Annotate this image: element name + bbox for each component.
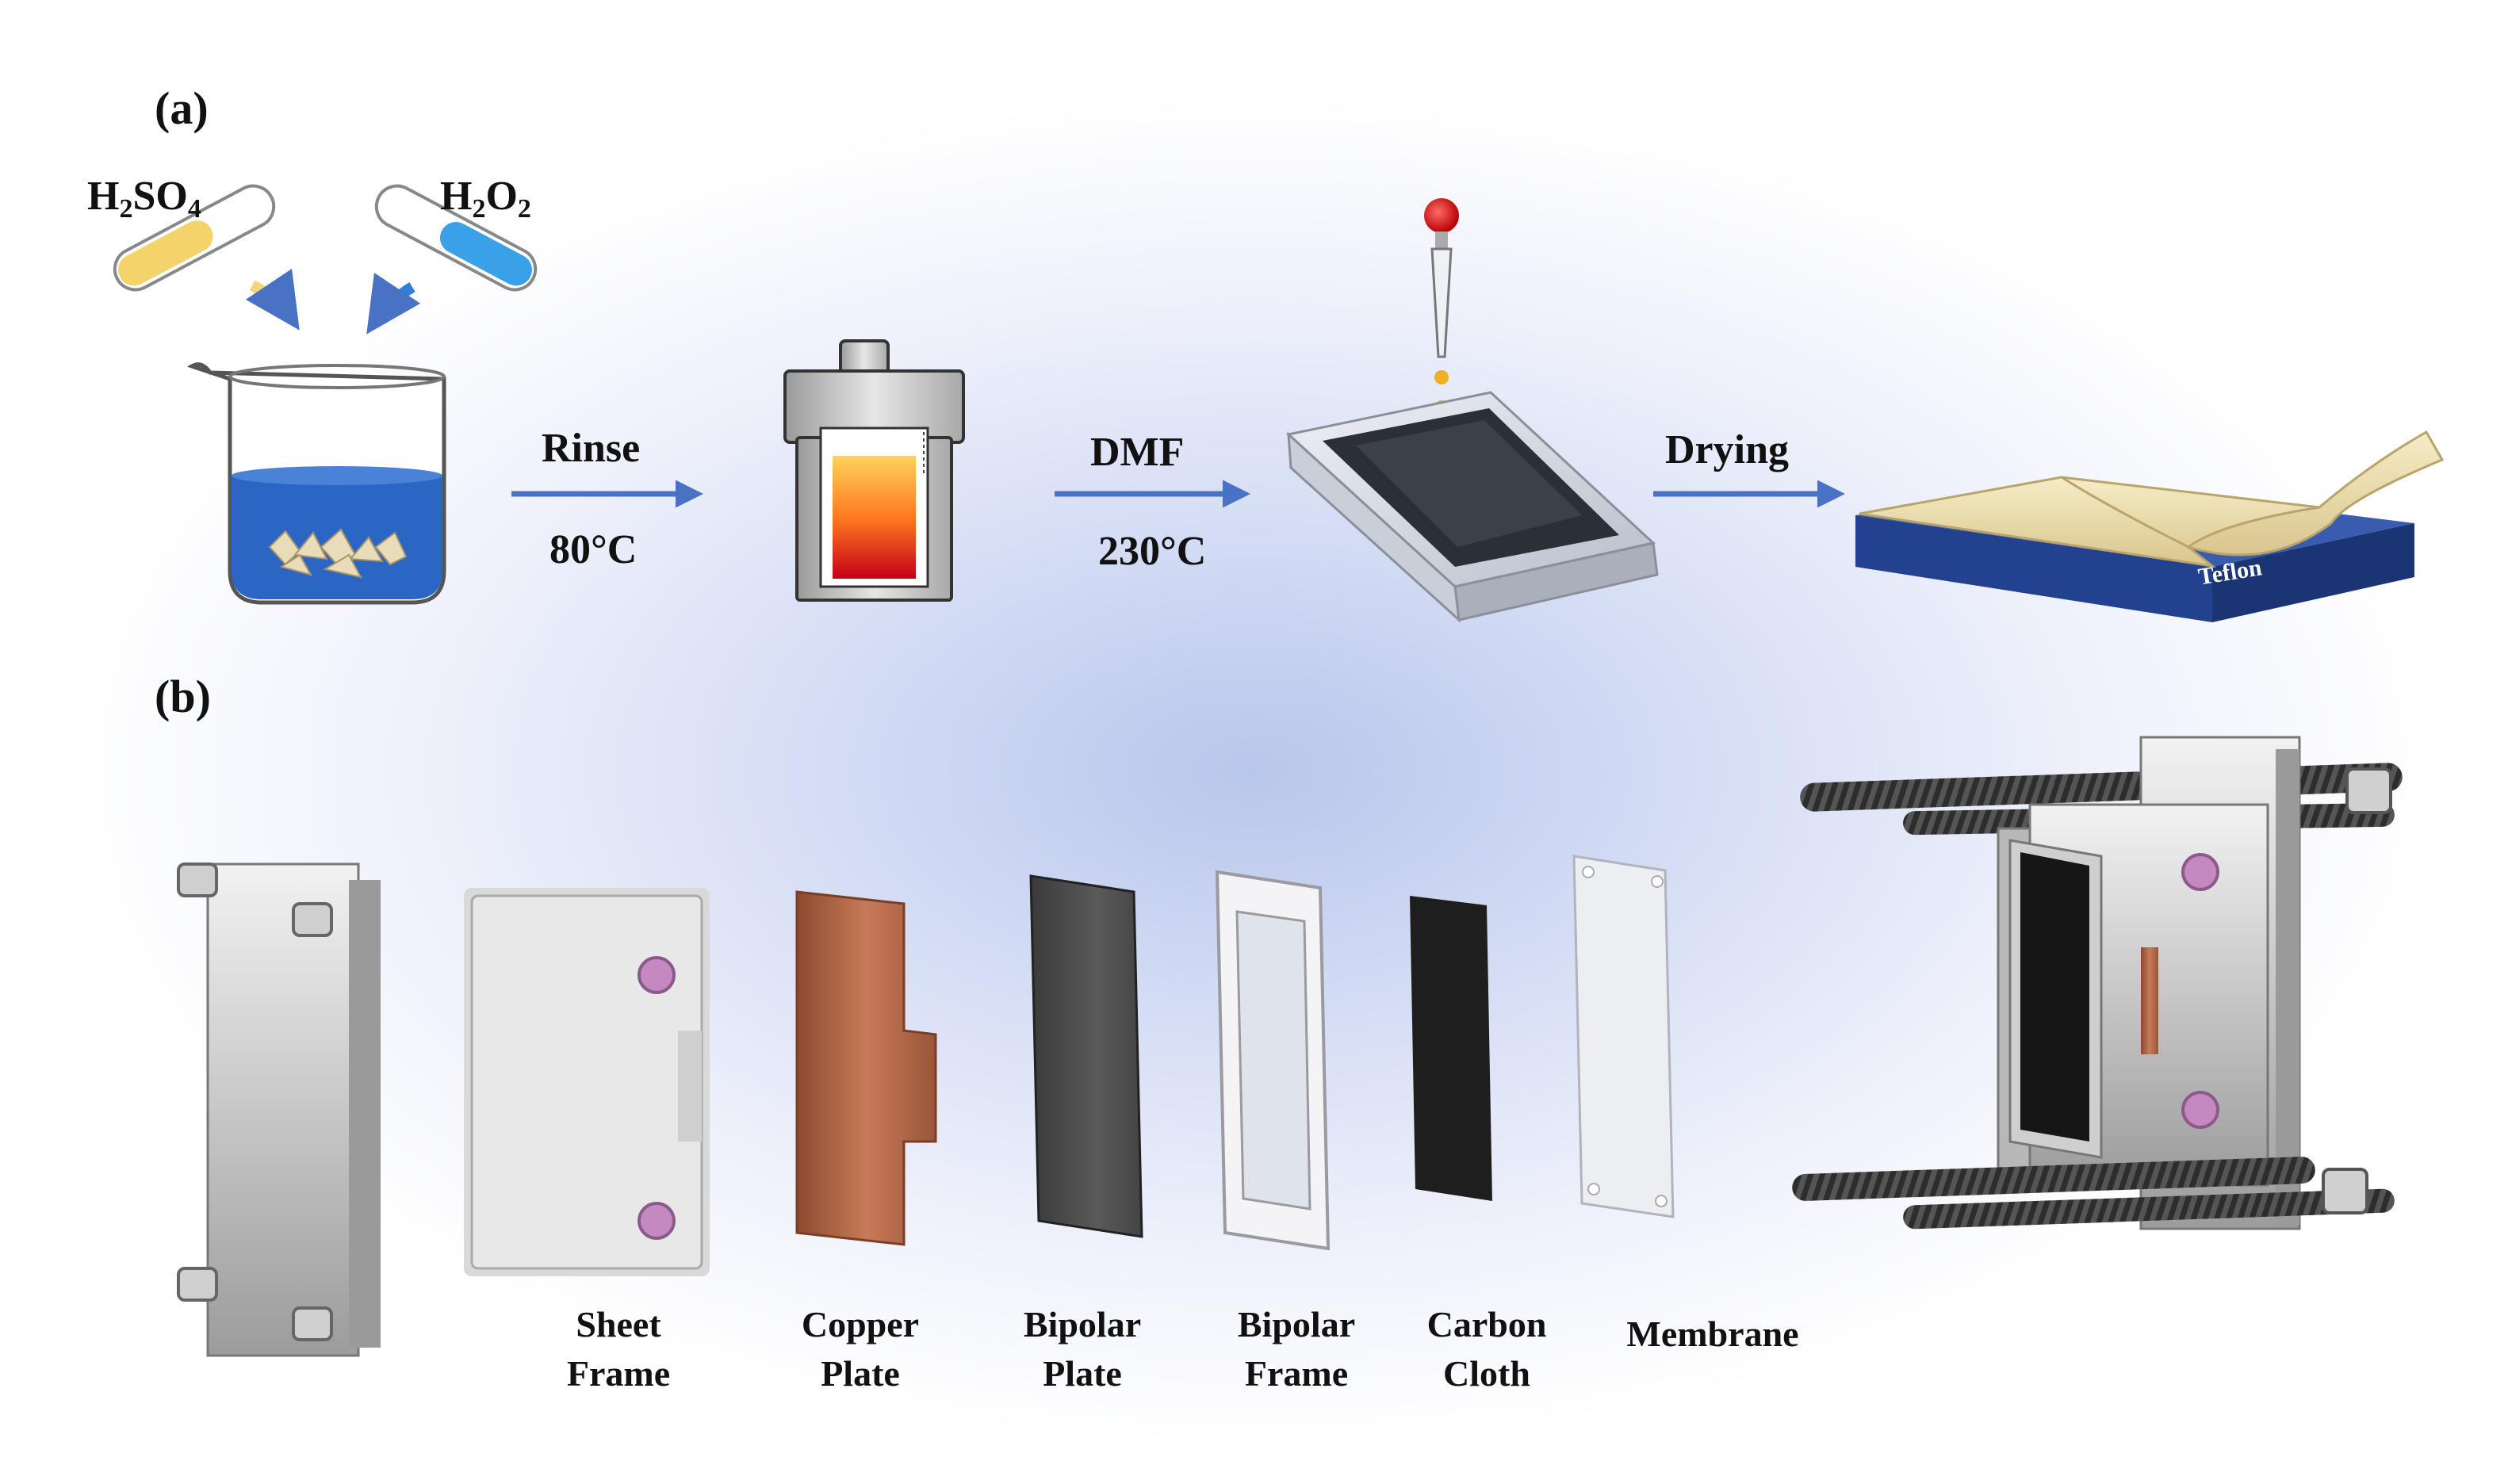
dmf-label: DMF	[1090, 430, 1185, 475]
graphite-flakes	[268, 528, 408, 579]
peroxide-test-tube	[374, 184, 538, 292]
dropper	[1424, 198, 1459, 415]
rinse-temp: 80°C	[549, 527, 638, 572]
membrane	[1572, 855, 1675, 1218]
dmf-temp: 230°C	[1098, 529, 1207, 574]
drying-label: Drying	[1665, 427, 1789, 472]
end-plate-bolts	[177, 862, 333, 1341]
panel-b-label: (b)	[155, 671, 211, 722]
autoclave	[783, 339, 965, 602]
panel-a-label: (a)	[155, 82, 209, 134]
rinse-label: Rinse	[542, 426, 641, 471]
peroxide-pour-arrow	[366, 272, 421, 335]
bipolar-frame	[1215, 870, 1331, 1251]
carbon-cloth	[1410, 896, 1492, 1201]
membrane-film	[1859, 430, 2445, 568]
cell-nuts	[2322, 767, 2392, 1214]
acid-formula: H2SO4	[87, 174, 201, 224]
acid-pour-arrow	[245, 268, 300, 331]
assembled-cell	[1792, 736, 2403, 1230]
copper-plate	[795, 890, 937, 1246]
acid-test-tube	[113, 184, 276, 292]
glass-mold	[1285, 391, 1659, 623]
sheet-frame	[464, 888, 710, 1276]
component-label-membrane: Membrane	[1626, 1314, 1799, 1354]
peroxide-formula: H2O2	[440, 174, 531, 224]
bipolar-plate	[1029, 874, 1143, 1238]
beaker	[186, 362, 446, 605]
end-plate	[177, 862, 381, 1357]
